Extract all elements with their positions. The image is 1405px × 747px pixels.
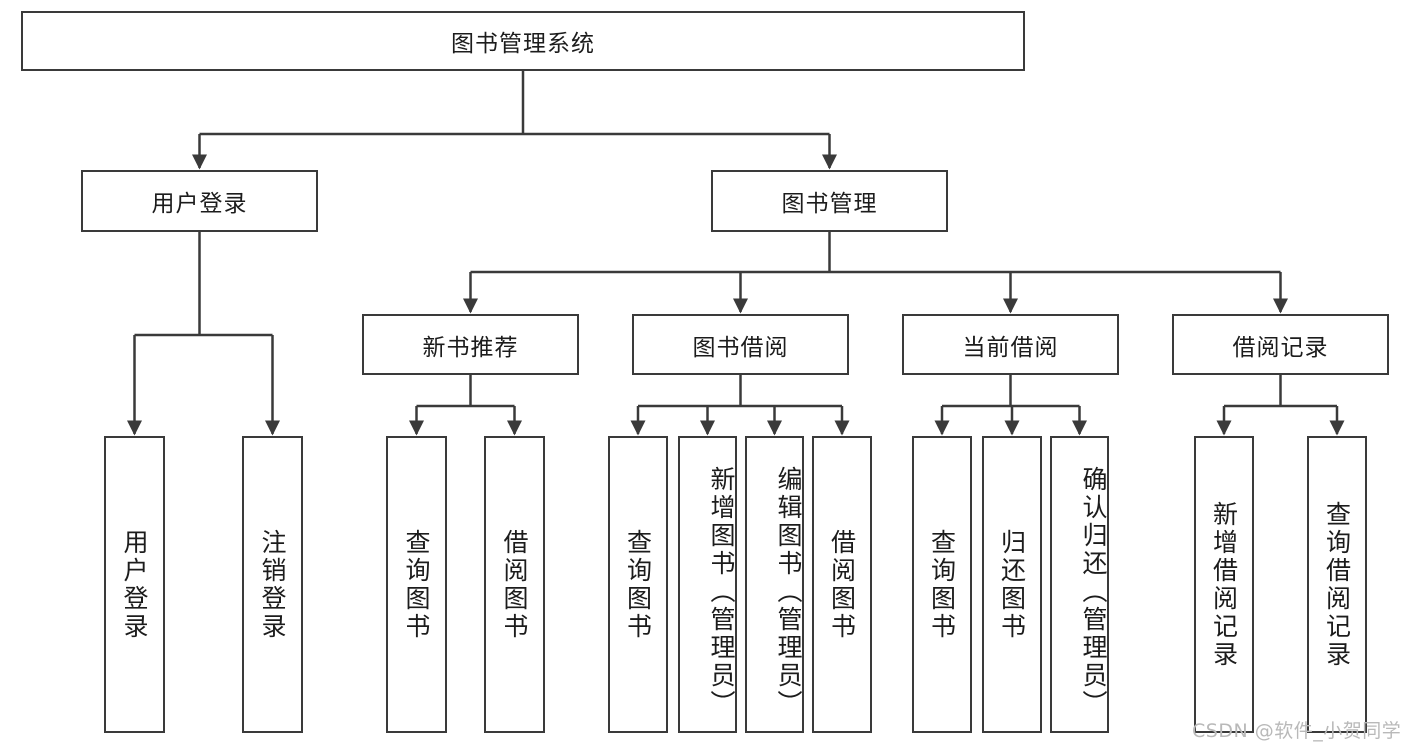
leaf-node: 编辑图书（管理员） (745, 436, 804, 733)
leaf-node: 借阅图书 (484, 436, 545, 733)
leaf-node: 查询图书 (386, 436, 447, 733)
node-label: 确认归还（管理员） (1079, 465, 1108, 718)
level2-node: 当前借阅 (902, 314, 1119, 375)
node-label: 借阅图书 (827, 528, 857, 641)
node-label: 新书推荐 (422, 334, 519, 361)
leaf-node: 借阅图书 (812, 436, 872, 733)
node-label: 查询图书 (402, 528, 431, 641)
leaf-node: 归还图书 (982, 436, 1042, 733)
node-label: 归还图书 (997, 528, 1027, 641)
leaf-node: 查询图书 (608, 436, 668, 733)
level2-node: 新书推荐 (362, 314, 579, 375)
node-label: 当前借阅 (962, 334, 1059, 361)
root-node: 图书管理系统 (21, 11, 1025, 71)
leaf-node: 用户登录 (104, 436, 165, 733)
node-label: 编辑图书（管理员） (774, 465, 803, 718)
node-label: 借阅图书 (500, 528, 529, 641)
node-label: 借阅记录 (1232, 334, 1329, 361)
level1-node: 用户登录 (81, 170, 318, 232)
node-label: 注销登录 (258, 528, 287, 641)
leaf-node: 新增借阅记录 (1194, 436, 1254, 733)
leaf-node: 查询图书 (912, 436, 972, 733)
leaf-node: 确认归还（管理员） (1050, 436, 1109, 733)
leaf-node: 新增图书（管理员） (678, 436, 737, 733)
node-label: 图书管理 (781, 191, 878, 217)
level2-node: 借阅记录 (1172, 314, 1389, 375)
node-label: 查询图书 (927, 528, 957, 641)
node-label: 图书管理系统 (451, 31, 595, 57)
leaf-node: 注销登录 (242, 436, 303, 733)
watermark-text: CSDN @软件_小贺同学 (1192, 720, 1402, 742)
node-label: 新增借阅记录 (1209, 500, 1239, 669)
node-label: 图书借阅 (692, 334, 789, 361)
node-label: 用户登录 (120, 528, 149, 641)
node-label: 查询图书 (623, 528, 653, 641)
node-label: 新增图书（管理员） (707, 465, 736, 718)
level1-node: 图书管理 (711, 170, 948, 232)
node-label: 用户登录 (151, 191, 248, 217)
leaf-node: 查询借阅记录 (1307, 436, 1367, 733)
level2-node: 图书借阅 (632, 314, 849, 375)
node-label: 查询借阅记录 (1322, 500, 1352, 669)
